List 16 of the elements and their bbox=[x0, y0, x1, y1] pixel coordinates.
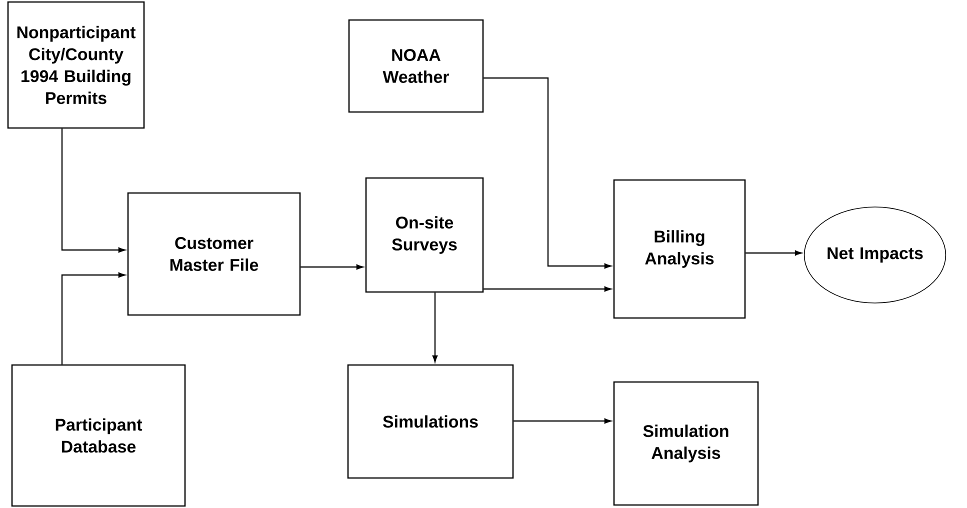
arrow bbox=[61, 272, 126, 364]
arrow bbox=[484, 286, 612, 292]
process-box: Simulations bbox=[347, 364, 514, 479]
arrow bbox=[432, 292, 438, 362]
process-box: NOAA Weather bbox=[348, 19, 484, 113]
process-box: Simulation Analysis bbox=[613, 381, 759, 506]
arrow bbox=[746, 250, 802, 256]
arrow bbox=[514, 418, 612, 424]
process-box: Customer Master File bbox=[127, 192, 301, 316]
arrow bbox=[484, 77, 612, 269]
process-box: Billing Analysis bbox=[613, 179, 746, 319]
process-box: On-site Surveys bbox=[365, 177, 484, 293]
arrow bbox=[61, 128, 126, 253]
arrow bbox=[300, 264, 364, 270]
process-box: Participant Database bbox=[11, 364, 186, 507]
process-box: Nonparticipant City/County 1994 Building Permits bbox=[7, 1, 145, 129]
